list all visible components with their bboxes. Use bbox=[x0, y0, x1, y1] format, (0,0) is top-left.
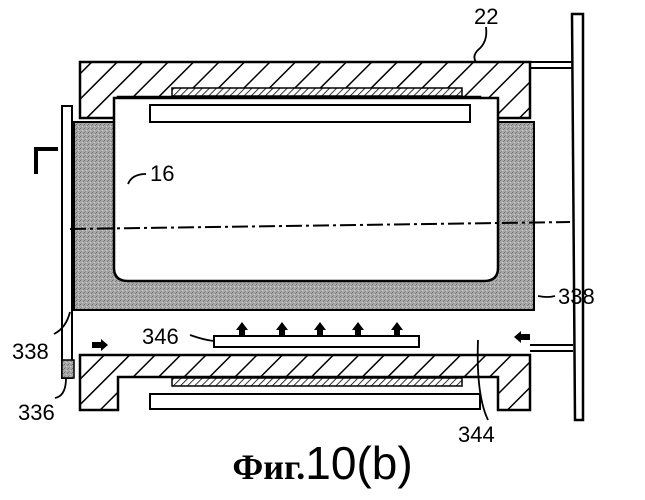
label-16: 16 bbox=[150, 161, 174, 186]
upward-flow-arrows bbox=[236, 322, 403, 337]
inlet-arrow-left bbox=[92, 339, 108, 351]
vessel-16 bbox=[114, 98, 498, 281]
label-338-right: 338 bbox=[558, 284, 595, 309]
label-22: 22 bbox=[474, 4, 498, 29]
heater-strip-top bbox=[172, 88, 462, 96]
heater-strip-bottom bbox=[172, 378, 462, 386]
left-plate bbox=[62, 106, 74, 378]
upper-rod bbox=[150, 105, 470, 122]
caption-number: 10(b) bbox=[305, 437, 412, 489]
lower-rod bbox=[150, 394, 480, 409]
right-flange-plate bbox=[572, 14, 583, 420]
label-346: 346 bbox=[142, 324, 179, 349]
label-336: 336 bbox=[18, 400, 55, 425]
left-handle bbox=[36, 149, 58, 174]
label-338-left: 338 bbox=[12, 339, 49, 364]
figure-caption: Фиг.10(b) bbox=[0, 436, 645, 490]
element-346-plate bbox=[214, 336, 419, 347]
caption-prefix: Фиг. bbox=[232, 447, 305, 487]
inlet-arrow-right bbox=[514, 331, 530, 343]
